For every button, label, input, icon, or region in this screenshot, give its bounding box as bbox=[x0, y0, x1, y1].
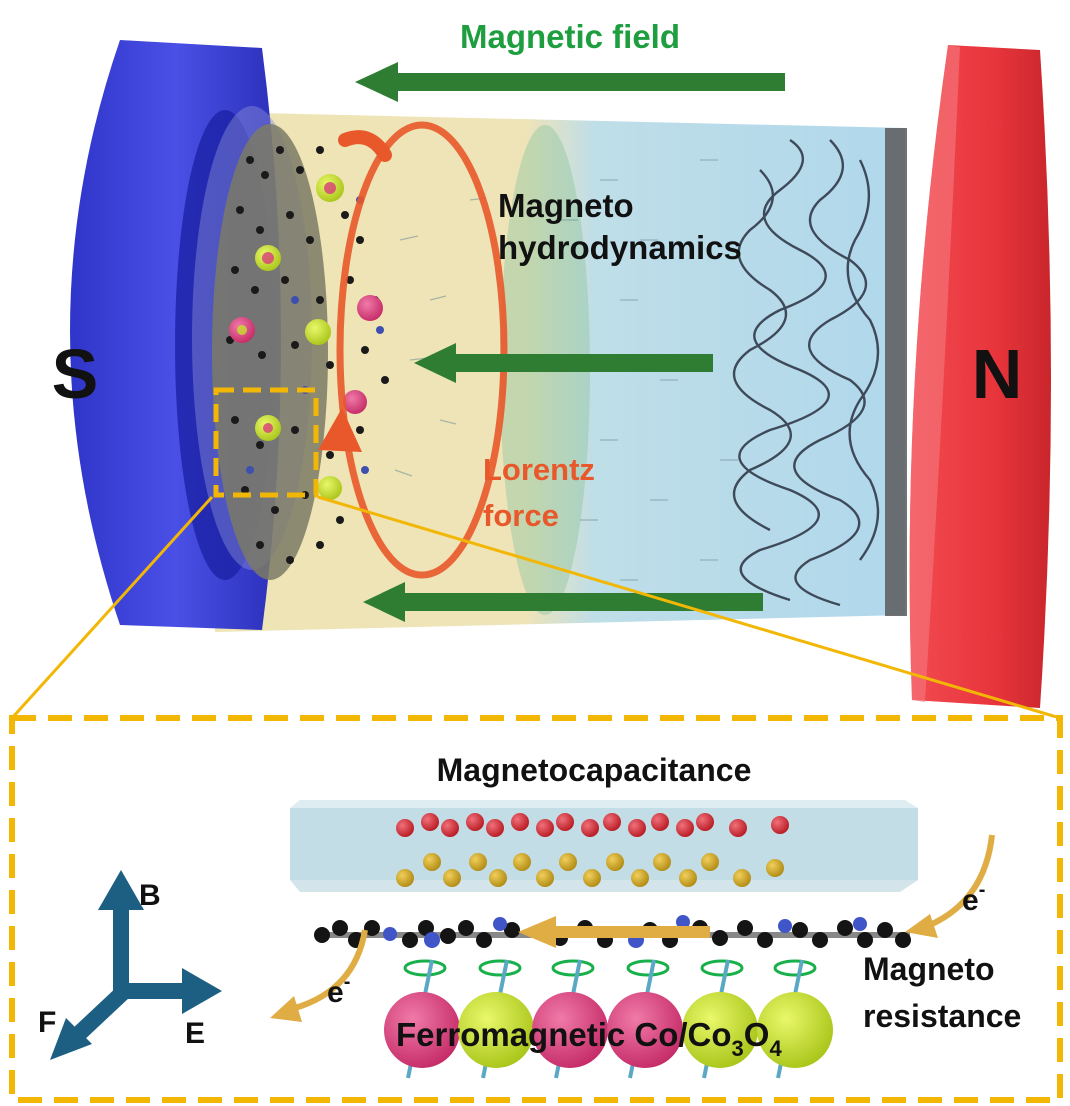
magnified-inset: Magnetocapacitance bbox=[9, 715, 1063, 1103]
axis-label-f: F bbox=[38, 1006, 56, 1039]
ferromagnetic-label: Ferromagnetic Co/Co3O4 bbox=[396, 1016, 782, 1061]
electrode-plate bbox=[885, 128, 907, 616]
lorentz-force-line2: force bbox=[483, 498, 559, 533]
electron-label-right: e- bbox=[962, 879, 985, 917]
electron-out-arrowhead bbox=[270, 996, 302, 1022]
electron-label-left-sup: - bbox=[344, 971, 351, 993]
conduction-arrow bbox=[518, 916, 710, 948]
zoom-highlight-box bbox=[213, 387, 319, 498]
zoom-line-right bbox=[317, 495, 1061, 720]
electron-label-left: e- bbox=[327, 971, 350, 1009]
ferromagnetic-label-sub2: 4 bbox=[769, 1036, 782, 1061]
axis-label-e: E bbox=[185, 1017, 205, 1050]
electron-label-right-e: e bbox=[962, 884, 979, 917]
field-arrow-bottom bbox=[363, 582, 763, 622]
ferromagnetic-label-sub1: 3 bbox=[732, 1036, 744, 1061]
south-magnet bbox=[70, 40, 328, 630]
electrolyte-slab bbox=[290, 800, 918, 892]
electron-out-arrow bbox=[294, 929, 368, 1011]
north-magnet bbox=[909, 45, 1051, 708]
lorentz-loop bbox=[318, 121, 508, 579]
magneto-hydrodynamics-line1: Magneto bbox=[498, 187, 634, 224]
spin-rotation-icon bbox=[403, 959, 817, 977]
lorentz-force-line1: Lorentz bbox=[483, 452, 595, 487]
ferromagnetic-label-mid: O bbox=[744, 1016, 770, 1053]
electron-in-arrow bbox=[928, 834, 995, 928]
magnetocapacitance-label: Magnetocapacitance bbox=[437, 752, 752, 788]
electrode-particles bbox=[226, 146, 389, 564]
south-pole-label: S bbox=[52, 335, 99, 413]
anion-layer bbox=[396, 853, 784, 887]
electron-label-right-sup: - bbox=[979, 879, 986, 901]
lorentz-arrowhead bbox=[318, 408, 362, 452]
axis-label-b: B bbox=[139, 879, 161, 912]
electron-label-left-e: e bbox=[327, 976, 344, 1009]
magnetoresistance-line1: Magneto bbox=[863, 951, 995, 987]
zoom-line-left bbox=[10, 495, 214, 720]
graphene-ribbons bbox=[732, 139, 880, 607]
magnetoresistance-line2: resistance bbox=[863, 998, 1021, 1034]
magneto-hydrodynamics-line2: hydrodynamics bbox=[498, 229, 742, 266]
electron-in-arrowhead bbox=[905, 914, 938, 938]
electrode-face bbox=[212, 124, 328, 580]
ferromagnetic-particles bbox=[384, 992, 833, 1068]
field-arrow-middle bbox=[414, 343, 713, 383]
cation-layer bbox=[396, 813, 789, 837]
north-pole-label: N bbox=[972, 335, 1023, 413]
field-arrow-top bbox=[355, 62, 785, 102]
magnetic-field-label: Magnetic field bbox=[460, 18, 680, 55]
solenoid-scene: Magnetic field Magneto hydrodynamics S N… bbox=[10, 18, 1061, 720]
coordinate-axes-icon bbox=[50, 870, 222, 1060]
ferromagnetic-label-prefix: Ferromagnetic Co/Co bbox=[396, 1016, 732, 1053]
